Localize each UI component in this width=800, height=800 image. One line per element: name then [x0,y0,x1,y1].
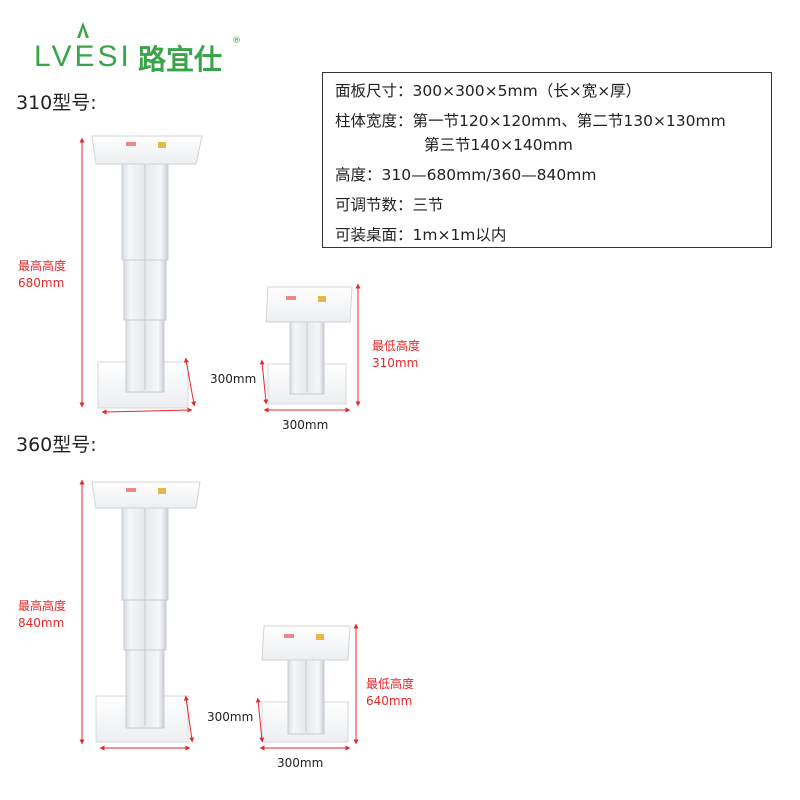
min-height-360-value: 640mm [366,694,413,708]
table-310-max [91,135,203,409]
min-height-310: 最低高度 310mm [372,338,420,372]
min-height-360-label: 最低高度 [366,677,415,691]
base-width-360: 300mm [277,756,324,770]
min-height-310-label: 最低高度 [372,339,421,353]
max-height-310: 最高高度 680mm [18,258,66,292]
max-height-310-value: 680mm [18,276,65,290]
max-height-360-value: 840mm [18,616,65,630]
spec-panel-size: 面板尺寸：300×300×5mm（长×宽×厚） [335,82,642,100]
model-310-label: 310型号: [16,92,97,114]
spec-box: 面板尺寸：300×300×5mm（长×宽×厚） 柱体宽度：第一节120×120m… [322,72,772,248]
spec-column-width-cont: 第三节140×140mm [424,136,573,154]
table-360-min [261,625,351,743]
max-height-360-label: 最高高度 [18,599,67,613]
spec-column-width: 柱体宽度：第一节120×120mm、第二节130×130mm [335,112,726,130]
brand-chinese: 路宜仕 [138,43,223,76]
min-height-360: 最低高度 640mm [366,676,414,710]
base-depth-310: 300mm [210,372,257,386]
brand-latin: LVESI [34,40,132,73]
base-depth-360: 300mm [207,710,254,724]
model-360-label: 360型号: [16,434,97,456]
spec-desk: 可装桌面：1m×1m以内 [335,226,507,244]
logo-leaf-icon [77,22,89,38]
max-height-310-label: 最高高度 [18,259,67,273]
max-height-360: 最高高度 840mm [18,598,66,632]
spec-height: 高度：310—680mm/360—840mm [335,166,597,184]
registered-mark: ® [232,36,241,46]
min-height-310-value: 310mm [372,356,419,370]
table-310-min [265,286,353,405]
table-360-max [91,481,201,743]
base-width-310: 300mm [282,418,329,432]
spec-sections: 可调节数：三节 [335,196,444,214]
